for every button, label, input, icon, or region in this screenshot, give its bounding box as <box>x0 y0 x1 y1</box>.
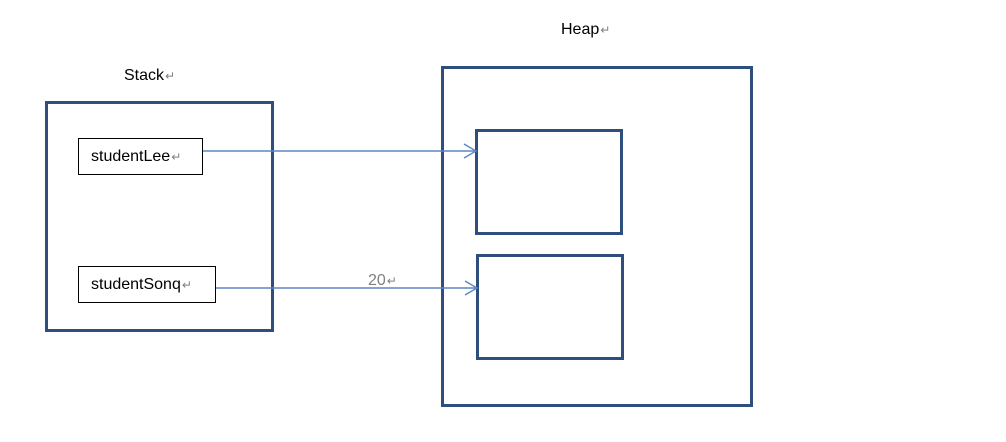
paragraph-mark-icon: ↵ <box>386 274 397 288</box>
reference-arrow-studentlee <box>203 143 478 159</box>
reference-label-text: 20 <box>368 272 386 289</box>
heap-object-1 <box>475 129 623 235</box>
paragraph-mark-icon: ↵ <box>171 150 182 164</box>
variable-name: studentSonq <box>91 276 181 293</box>
stack-title: Stack↵ <box>124 67 175 85</box>
reference-label: 20↵ <box>368 273 397 289</box>
stack-variable-studentlee: studentLee↵ <box>78 138 203 175</box>
heap-object-2 <box>476 254 624 360</box>
paragraph-mark-icon: ↵ <box>181 278 192 292</box>
reference-arrow-studentsonq <box>216 280 479 296</box>
heap-title-text: Heap <box>561 21 600 38</box>
stack-frame <box>45 101 274 332</box>
heap-title: Heap↵ <box>561 21 610 39</box>
stack-variable-studentsonq: studentSonq↵ <box>78 266 216 303</box>
heap-region <box>441 66 753 407</box>
paragraph-mark-icon: ↵ <box>600 23 611 37</box>
variable-name: studentLee <box>91 148 171 165</box>
paragraph-mark-icon: ↵ <box>165 69 176 83</box>
stack-title-text: Stack <box>124 67 165 84</box>
